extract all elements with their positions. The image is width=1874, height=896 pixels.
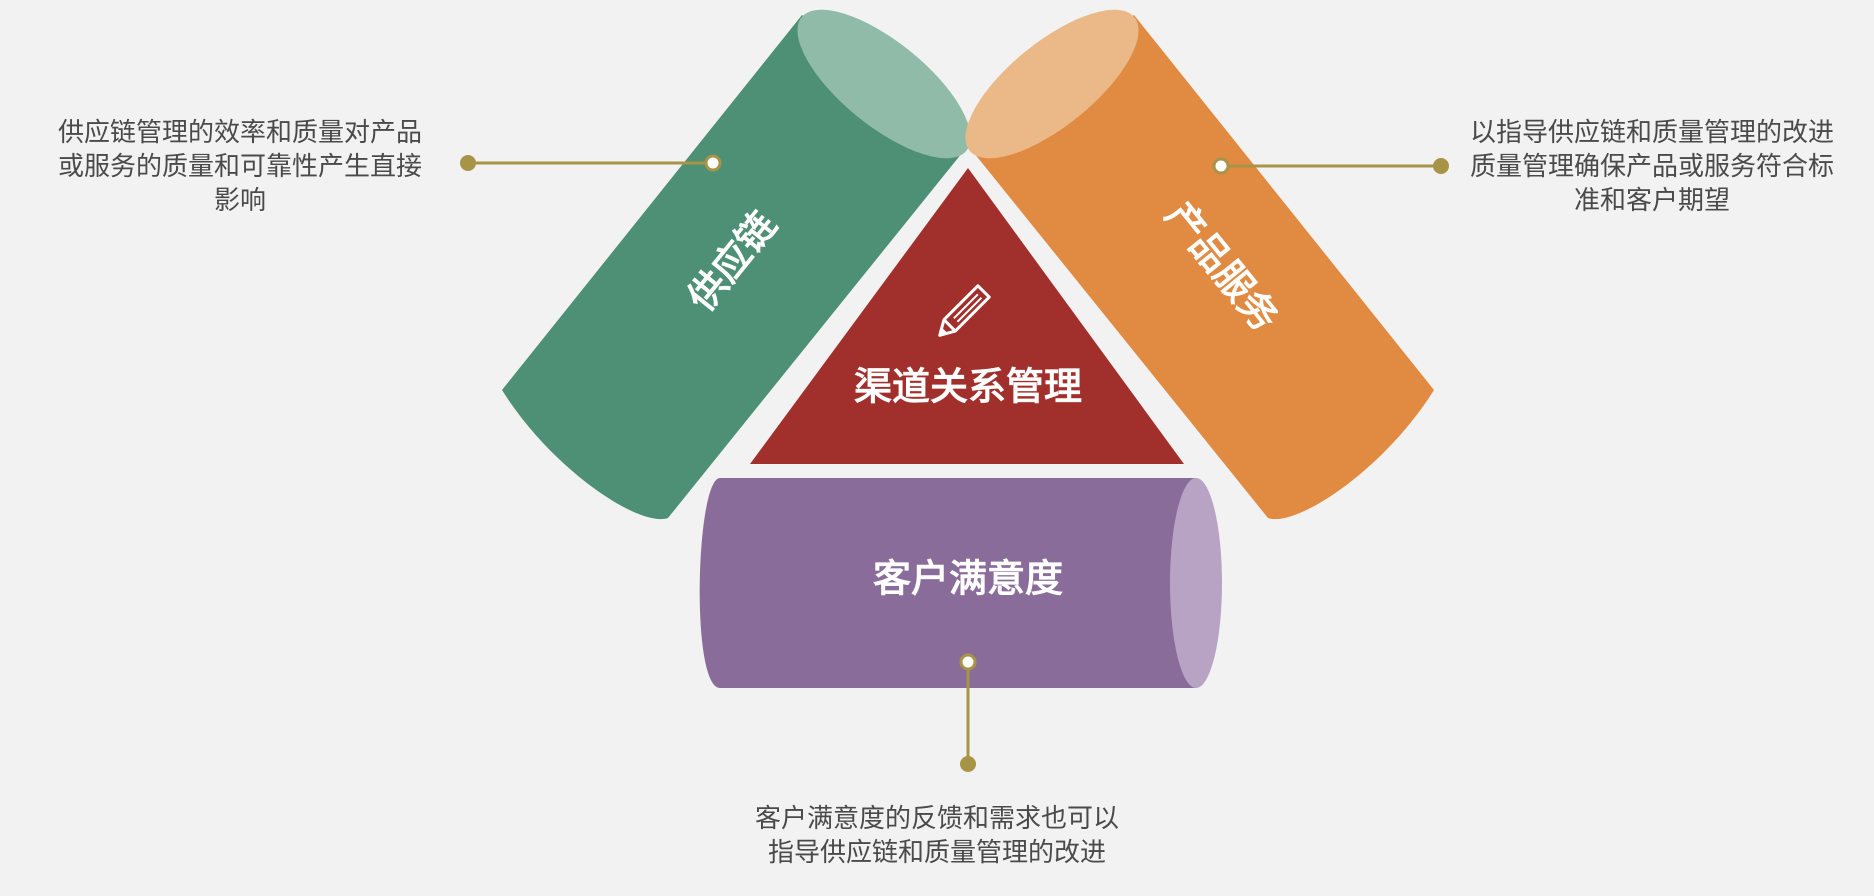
customer-satisfaction-cylinder-end	[1170, 478, 1222, 688]
center-triangle-shape	[750, 168, 1184, 464]
supply-chain-note-line: 影响	[213, 186, 266, 216]
supply-chain-cylinder-top	[797, 9, 971, 159]
product-service-cylinder-top	[965, 9, 1139, 159]
left-connector	[460, 154, 722, 172]
customer-satisfaction-cylinder: 客户满意度	[699, 478, 1222, 688]
left-connector-end-dot	[460, 155, 476, 171]
pencil-icon	[938, 284, 991, 337]
left-connector-anchor	[704, 154, 722, 172]
right-connector	[1212, 157, 1449, 175]
bottom-connector-end-dot	[960, 756, 976, 772]
customer-satisfaction-note-line: 指导供应链和质量管理的改进	[767, 838, 1106, 868]
product-service-cylinder-body	[970, 15, 1434, 520]
customer-satisfaction-note-line: 客户满意度的反馈和需求也可以	[754, 804, 1119, 834]
bottom-connector-anchor	[959, 653, 977, 671]
right-connector-anchor	[1212, 157, 1230, 175]
product-service-note: 以指导供应链和质量管理的改进 质量管理确保产品或服务符合标 准和客户期望	[1450, 116, 1854, 218]
supply-chain-note: 供应链管理的效率和质量对产品 或服务的质量和可靠性产生直接 影响	[40, 116, 440, 218]
product-service-note-line: 质量管理确保产品或服务符合标	[1469, 152, 1834, 182]
center-title: 渠道关系管理	[854, 365, 1082, 409]
center-triangle: 渠道关系管理	[750, 168, 1184, 464]
supply-chain-note-line: 供应链管理的效率和质量对产品	[57, 118, 422, 148]
product-service-note-line: 以指导供应链和质量管理的改进	[1469, 118, 1834, 148]
supply-chain-cylinder: 供应链	[502, 9, 971, 520]
bottom-connector	[959, 653, 977, 772]
customer-satisfaction-label: 客户满意度	[873, 557, 1063, 601]
customer-satisfaction-cylinder-body	[699, 478, 1196, 688]
supply-chain-cylinder-body	[502, 15, 966, 520]
product-service-note-line: 准和客户期望	[1573, 186, 1730, 216]
customer-satisfaction-note: 客户满意度的反馈和需求也可以 指导供应链和质量管理的改进	[737, 802, 1137, 870]
product-service-cylinder: 产品服务	[965, 9, 1434, 520]
supply-chain-note-line: 或服务的质量和可靠性产生直接	[57, 152, 422, 182]
right-connector-end-dot	[1433, 158, 1449, 174]
